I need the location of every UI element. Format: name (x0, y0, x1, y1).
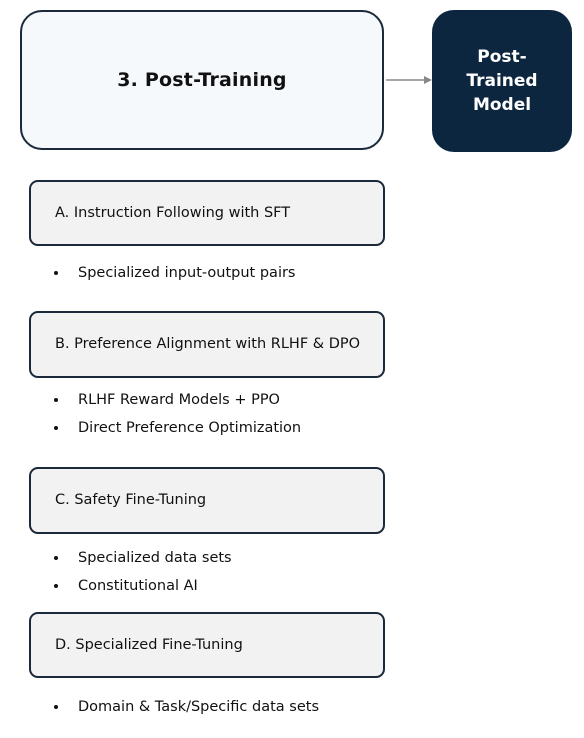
section-title: C. Safety Fine-Tuning (55, 492, 207, 508)
stage-title: 3. Post-Training (117, 69, 287, 91)
bullet-text: RLHF Reward Models + PPO (78, 392, 280, 408)
bullet-text: Constitutional AI (78, 578, 198, 594)
post-training-stage-box: 3. Post-Training (20, 10, 384, 150)
bullet-dot-icon (54, 556, 58, 560)
bullet-text: Specialized input-output pairs (78, 265, 296, 281)
bullet-dot-icon (54, 426, 58, 430)
list-item: RLHF Reward Models + PPO (54, 386, 301, 414)
section-safety-fine-tuning: C. Safety Fine-Tuning (29, 467, 385, 534)
bullet-dot-icon (54, 271, 58, 275)
section-instruction-following: A. Instruction Following with SFT (29, 180, 385, 246)
post-trained-model-box: Post-Trained Model (432, 10, 572, 152)
list-item: Domain & Task/Specific data sets (54, 693, 319, 721)
bullet-text: Specialized data sets (78, 550, 232, 566)
bullet-text: Domain & Task/Specific data sets (78, 699, 319, 715)
bullet-dot-icon (54, 705, 58, 709)
bullet-dot-icon (54, 584, 58, 588)
flow-arrow-icon (386, 76, 432, 84)
list-item: Specialized data sets (54, 544, 232, 572)
bullet-dot-icon (54, 398, 58, 402)
bullet-text: Direct Preference Optimization (78, 420, 302, 436)
section-title: B. Preference Alignment with RLHF & DPO (55, 336, 361, 352)
section-preference-alignment: B. Preference Alignment with RLHF & DPO (29, 311, 385, 378)
section-title: A. Instruction Following with SFT (55, 204, 291, 221)
bullet-list-preference-alignment: RLHF Reward Models + PPO Direct Preferen… (54, 386, 301, 442)
bullet-list-instruction-following: Specialized input-output pairs (54, 259, 296, 287)
section-title: D. Specialized Fine-Tuning (55, 636, 243, 653)
bullet-list-safety-fine-tuning: Specialized data sets Constitutional AI (54, 544, 232, 600)
list-item: Constitutional AI (54, 572, 232, 600)
list-item: Specialized input-output pairs (54, 259, 296, 287)
bullet-list-specialized-fine-tuning: Domain & Task/Specific data sets (54, 693, 319, 721)
section-specialized-fine-tuning: D. Specialized Fine-Tuning (29, 612, 385, 678)
list-item: Direct Preference Optimization (54, 414, 301, 442)
model-label: Post-Trained Model (466, 47, 538, 115)
